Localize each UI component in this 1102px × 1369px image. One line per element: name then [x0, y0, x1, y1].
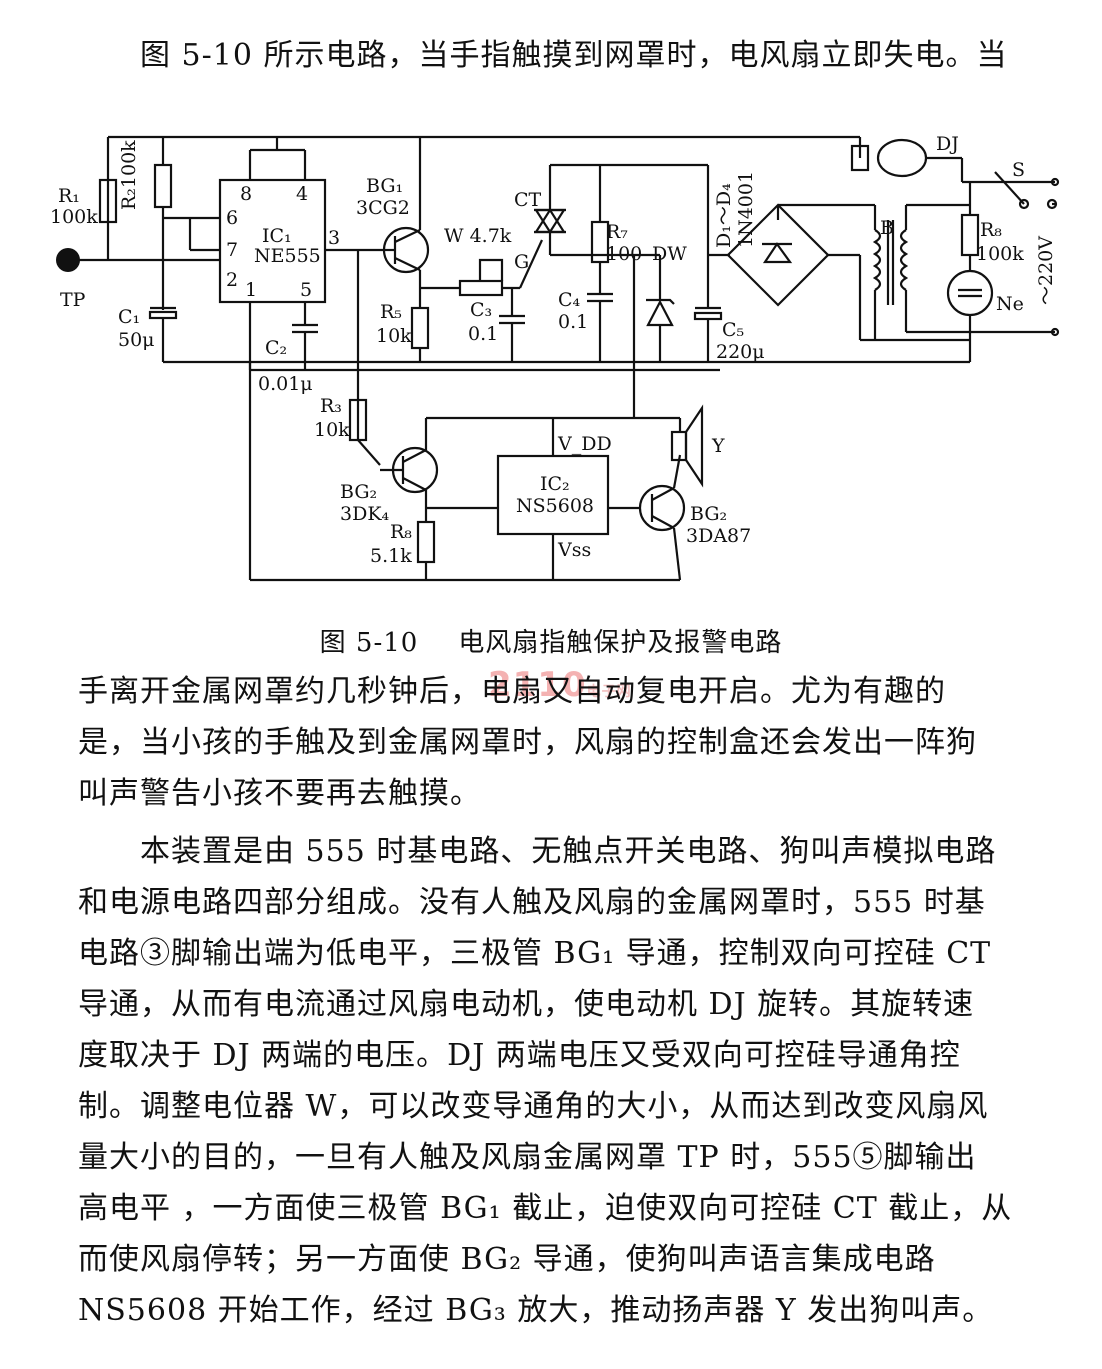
y-label: Y [711, 435, 725, 457]
bg2-label: BG₂ [340, 481, 377, 503]
bg1-part: 3CG2 [356, 197, 410, 219]
ne-label: Ne [996, 293, 1024, 315]
c1-value: 50μ [118, 329, 155, 351]
r5-label: R₅ [380, 301, 402, 323]
ic1-pin7: 7 [226, 239, 238, 261]
c1-label: C₁ [118, 306, 140, 328]
r2-label: R₂100k [118, 140, 140, 210]
bg1-label: BG₁ [366, 175, 403, 197]
d-part: 1N4001 [735, 171, 757, 248]
c3-value: 0.1 [468, 323, 498, 345]
ic1-pin2: 2 [226, 269, 238, 291]
r7-label: R₇ [606, 221, 628, 243]
c3-label: C₃ [470, 299, 492, 321]
c5-value: 220μ [716, 341, 765, 363]
c5-label: C₅ [722, 319, 744, 341]
text-line: 制。调整电位器 W，可以改变导通角的大小，从而达到改变风扇风 [78, 1089, 989, 1124]
intro-line: 图 5-10 所示电路，当手指触摸到网罩时，电风扇立即失电。当 [140, 38, 1008, 73]
caption-title: 电风扇指触保护及报警电路 [458, 628, 783, 658]
r3-label: R₃ [320, 395, 342, 417]
ic1-pin8: 8 [240, 183, 252, 205]
bg3-label: BG₂ [690, 503, 727, 525]
text-line: 手离开金属网罩约几秒钟后，电扇又自动复电开启。尤为有趣的 [78, 674, 946, 709]
r8-value: 100k [976, 243, 1024, 265]
c4-label: C₄ [558, 289, 581, 311]
text-line: NS5608 开始工作，经过 BG₃ 放大，推动扬声器 Y 发出狗叫声。 [78, 1293, 994, 1328]
paragraph-2: 本装置是由 555 时基电路、无触点开关电路、狗叫声模拟电路 和电源电路四部分组… [78, 826, 1028, 1336]
text-line: 而使风扇停转；另一方面使 BG₂ 导通，使狗叫声语言集成电路 [78, 1242, 936, 1277]
text-line: 导通，从而有电流通过风扇电动机，使电动机 DJ 旋转。其旋转速 [78, 987, 975, 1022]
r8b-value: 5.1k [370, 545, 412, 567]
r7-value: 100 [606, 243, 642, 265]
r1-label: R₁ [58, 185, 80, 207]
caption-number: 图 5-10 [319, 628, 419, 658]
ic1-pin1: 1 [245, 279, 257, 301]
s-label: S [1012, 159, 1025, 181]
text-line: 电路③脚输出端为低电平，三极管 BG₁ 导通，控制双向可控硅 CT [78, 936, 992, 971]
r1-value: 100k [50, 206, 98, 228]
ic1-pin5: 5 [300, 279, 312, 301]
ic1-pin3: 3 [328, 227, 340, 249]
dw-label: DW [652, 243, 687, 265]
watermark-logo: 2110电子网 [488, 665, 632, 705]
text-line: 和电源电路四部分组成。没有人触及风扇的金属网罩时，555 时基 [78, 885, 986, 920]
r3-value: 10k [314, 419, 350, 441]
ic2-part: NS5608 [516, 495, 594, 517]
figure-caption: 图 5-10 电风扇指触保护及报警电路 [0, 622, 1102, 659]
text-line: 本装置是由 555 时基电路、无触点开关电路、狗叫声模拟电路 [140, 834, 997, 869]
dj-label: DJ [936, 133, 959, 155]
tp-label: TP [60, 289, 86, 311]
text-line: 高电平 ，一方面使三极管 BG₁ 截止，迫使双向可控硅 CT 截止，从 [78, 1191, 1013, 1226]
text-line: 度取决于 DJ 两端的电压。DJ 两端电压又受双向可控硅导通角控 [78, 1038, 961, 1073]
ac-label: ～220V [1035, 236, 1057, 305]
bg3-part: 3DA87 [686, 525, 751, 547]
b-label: B [880, 217, 894, 239]
ic1-pin6: 6 [226, 207, 238, 229]
ic1-label: IC₁ [262, 225, 292, 247]
bg2-part: 3DK₄ [340, 503, 390, 525]
r5-value: 10k [376, 325, 412, 347]
text-line: 叫声警告小孩不要再去触摸。 [78, 776, 481, 811]
c2-label: C₂ [265, 337, 287, 359]
vdd-label: V_DD [557, 433, 612, 455]
c2-value: 0.01μ [258, 373, 313, 395]
ic2-label: IC₂ [540, 473, 570, 495]
w-label: W 4.7k [444, 225, 512, 247]
ic1-part: NE555 [254, 245, 321, 267]
text-line: 量大小的目的，一旦有人触及风扇金属网罩 TP 时，555⑤脚输出 [78, 1140, 977, 1175]
d1d4-label: D₁～D₄ [713, 183, 735, 248]
paragraph-1: 手离开金属网罩约几秒钟后，电扇又自动复电开启。尤为有趣的 是，当小孩的手触及到金… [78, 666, 1028, 819]
vss-label: Vss [557, 539, 591, 561]
ct-label: CT [514, 189, 542, 211]
g-label: G [514, 251, 529, 273]
ic1-pin4: 4 [296, 183, 308, 205]
r8-label: R₈ [980, 219, 1002, 241]
r8b-label: R₈ [390, 521, 412, 543]
circuit-diagram: R₁ 100k R₂100k TP C₁ 50μ IC₁ NE555 8 4 6… [50, 133, 1060, 582]
text-line: 是，当小孩的手触及到金属网罩时，风扇的控制盒还会发出一阵狗 [78, 725, 977, 760]
c4-value: 0.1 [558, 311, 588, 333]
